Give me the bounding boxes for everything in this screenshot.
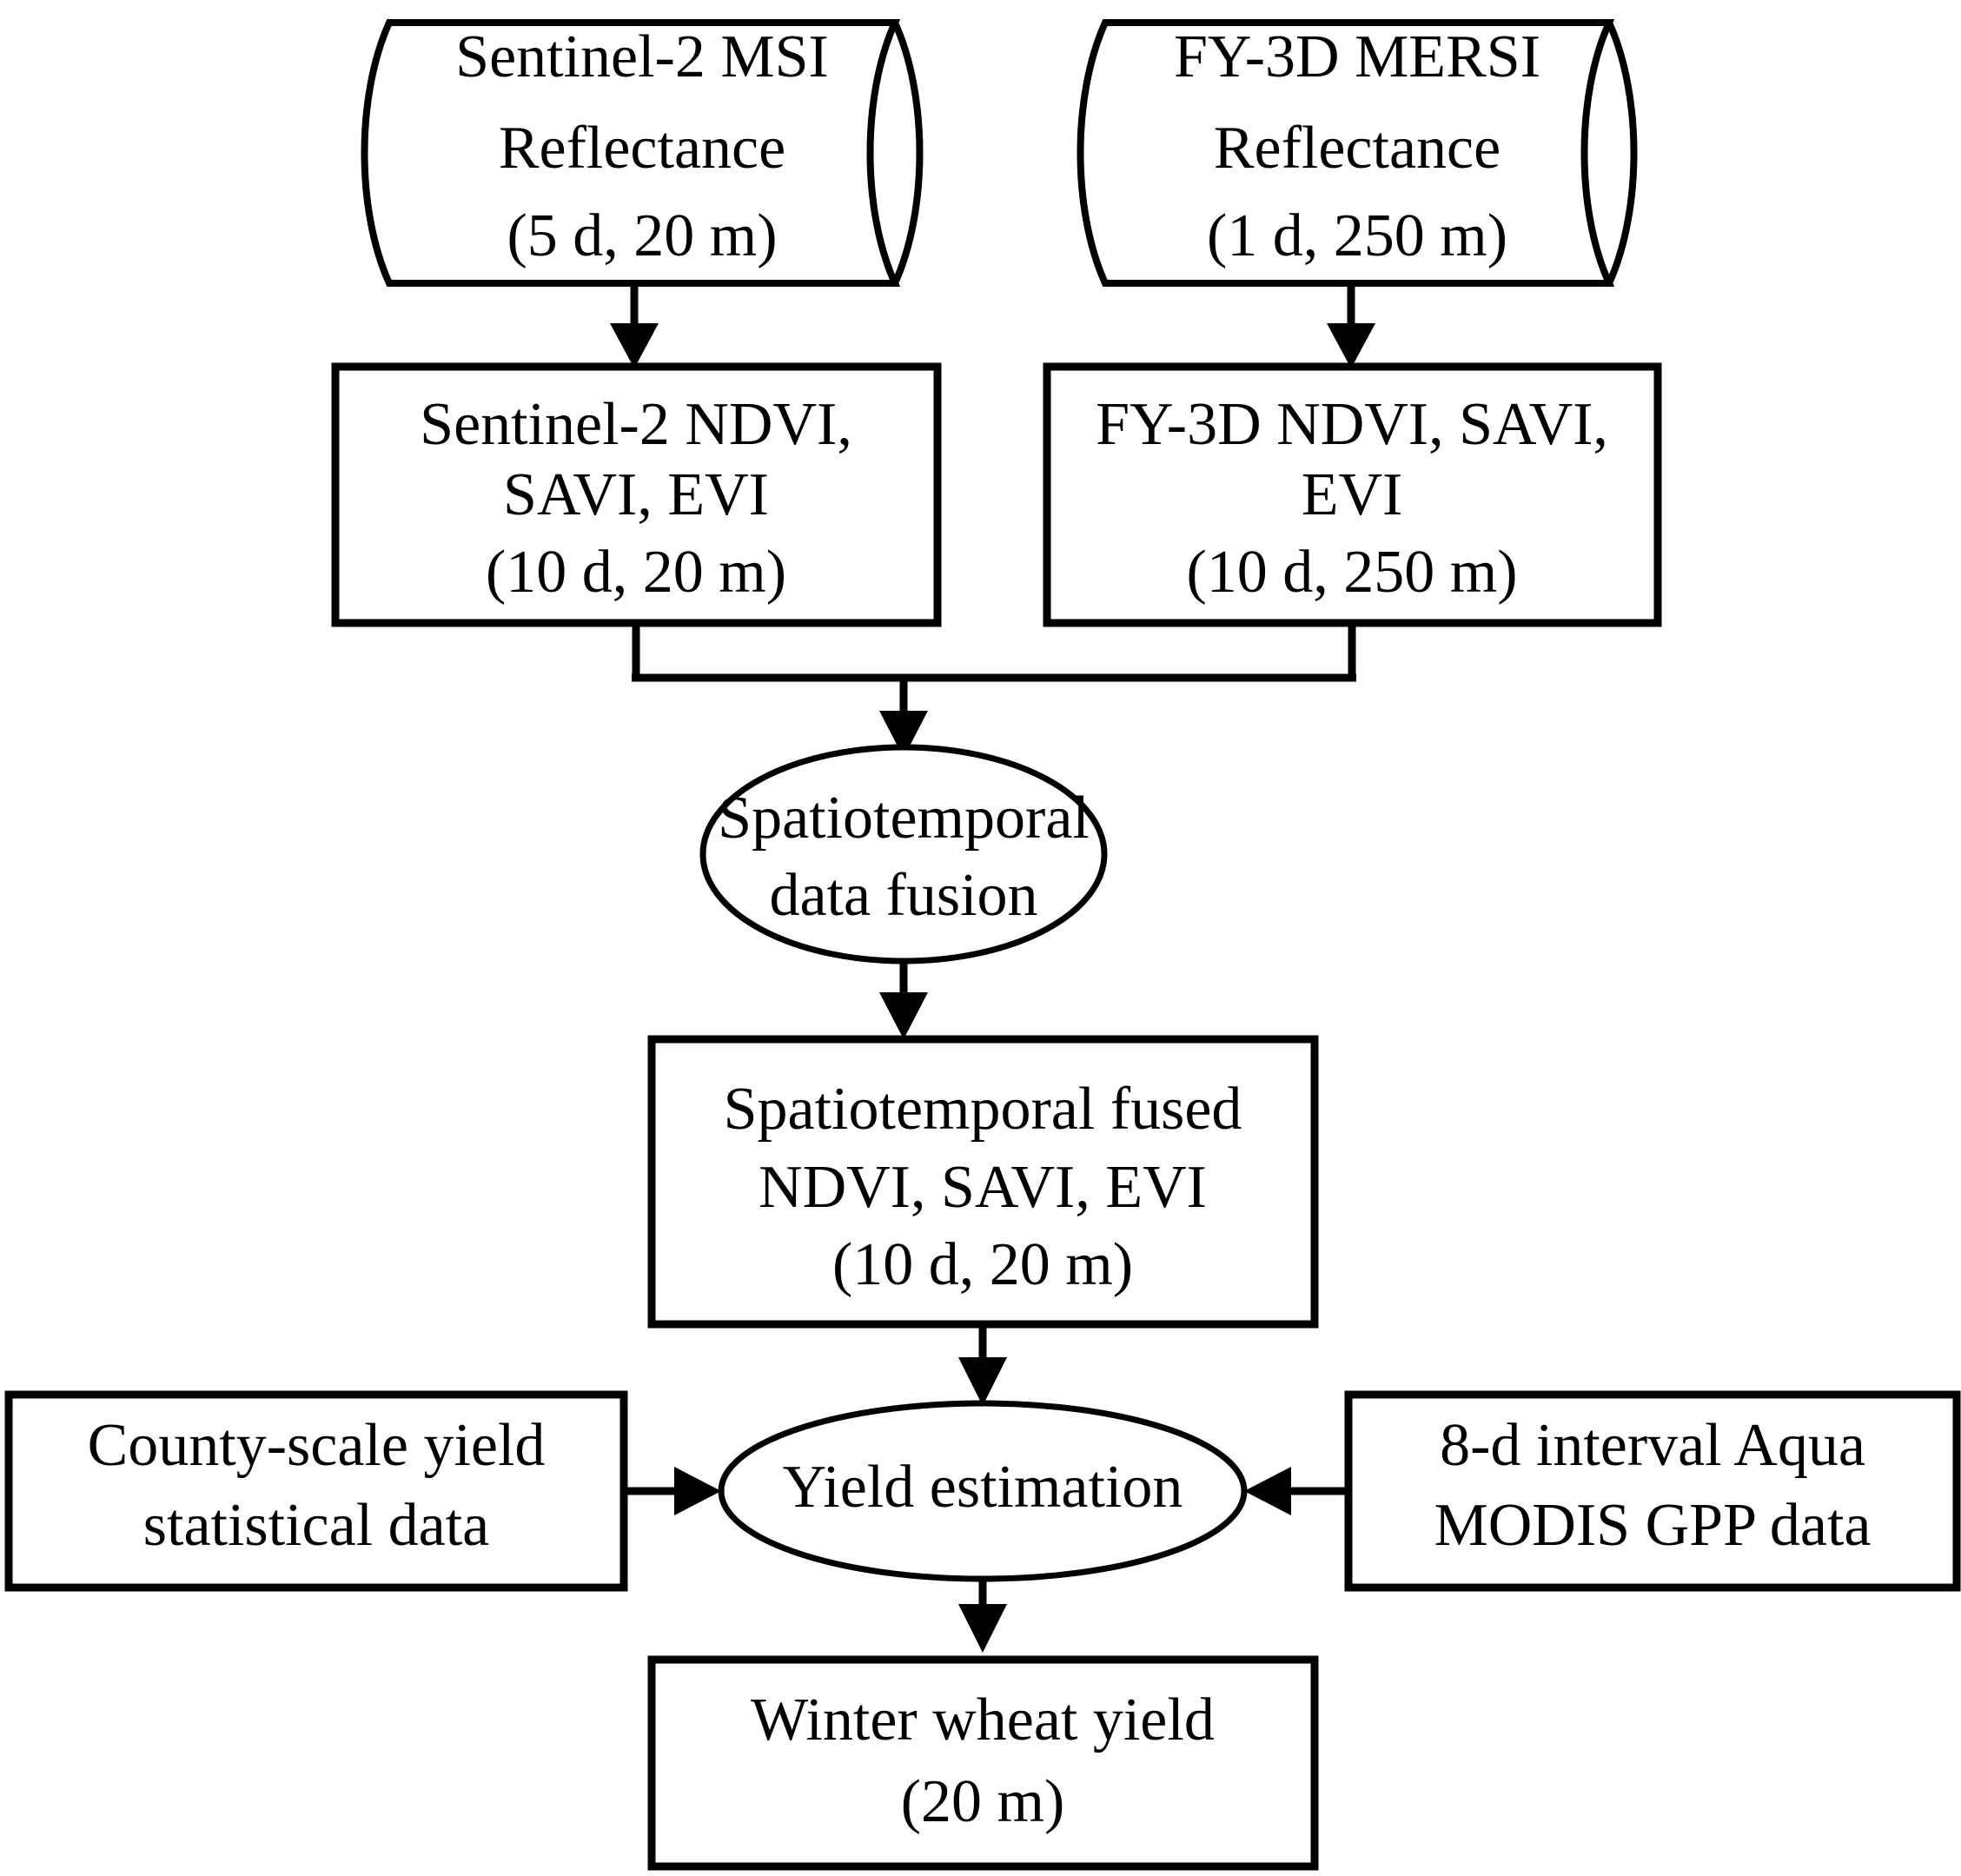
node-fy3d-indices-line-1: FY-3D NDVI, SAVI, — [1096, 391, 1608, 458]
node-winter-wheat-yield-line-2: (20 m) — [901, 1768, 1065, 1835]
node-yield-estimation-label: Yield estimation — [783, 1454, 1183, 1521]
node-winter-wheat-yield-shape — [647, 1655, 1319, 1871]
node-fusion-process-shape — [699, 744, 1108, 965]
node-winter-wheat-yield-line-1: Winter wheat yield — [751, 1687, 1215, 1753]
node-fusion-process-line-2: data fusion — [769, 862, 1037, 929]
node-yield-estimation[interactable]: Yield estimation — [718, 1400, 1248, 1582]
node-sentinel-indices-line-1: Sentinel-2 NDVI, — [420, 391, 852, 458]
node-fusion-process-line-1: Spatiotemporal — [718, 785, 1090, 852]
node-fused-indices-line-1: Spatiotemporal fused — [724, 1076, 1242, 1143]
node-sentinel-indices-line-3: (10 d, 20 m) — [486, 539, 786, 606]
node-fused-indices-line-3: (10 d, 20 m) — [832, 1231, 1133, 1298]
node-fused-indices-line-2: NDVI, SAVI, EVI — [759, 1154, 1207, 1221]
node-modis-gpp-line-2: MODIS GPP data — [1434, 1492, 1872, 1559]
edge-fusion-to-fused-indices — [879, 961, 928, 1039]
node-county-yield-shape — [4, 1390, 628, 1592]
node-sentinel-indices[interactable]: Sentinel-2 NDVI, SAVI, EVI (10 d, 20 m) — [331, 362, 942, 627]
node-fy3d-indices-line-2: EVI — [1302, 461, 1403, 528]
node-modis-gpp-line-1: 8-d interval Aqua — [1440, 1412, 1865, 1479]
node-sentinel-source-line-3: (5 d, 20 m) — [507, 202, 777, 269]
node-sentinel-indices-shape — [331, 362, 942, 627]
node-sentinel-indices-line-2: SAVI, EVI — [503, 461, 769, 528]
node-fusion-process[interactable]: Spatiotemporal data fusion — [699, 744, 1108, 965]
edge-fused-indices-to-yield-estimation — [958, 1324, 1007, 1406]
cylinder-cap-shape — [891, 21, 924, 285]
cylinder-cap-shape — [1606, 21, 1638, 285]
edge-sentinel-source-to-indices — [610, 283, 659, 368]
node-fy3d-source-line-2: Reflectance — [1214, 115, 1501, 182]
node-fused-indices[interactable]: Spatiotemporal fused NDVI, SAVI, EVI (10… — [647, 1035, 1319, 1329]
edge-modis-gpp-to-yield-estimation — [1244, 1467, 1348, 1515]
node-sentinel-source-line-1: Sentinel-2 MSI — [455, 23, 829, 90]
node-modis-gpp[interactable]: 8-d interval Aqua MODIS GPP data — [1344, 1390, 1961, 1592]
node-fy3d-source-line-3: (1 d, 250 m) — [1207, 202, 1507, 269]
node-county-yield-line-1: County-scale yield — [88, 1412, 546, 1479]
edge-county-yield-to-yield-estimation — [624, 1467, 721, 1515]
node-winter-wheat-yield[interactable]: Winter wheat yield (20 m) — [647, 1655, 1319, 1871]
node-fy3d-indices[interactable]: FY-3D NDVI, SAVI, EVI (10 d, 250 m) — [1043, 362, 1662, 627]
node-fy3d-indices-shape — [1043, 362, 1662, 627]
node-fy3d-source-line-1: FY-3D MERSI — [1174, 23, 1540, 90]
node-sentinel-source-line-2: Reflectance — [499, 115, 785, 182]
edge-yield-estimation-to-winter-wheat-yield — [958, 1579, 1007, 1653]
node-fy3d-source[interactable]: FY-3D MERSI Reflectance (1 d, 250 m) — [1077, 19, 1638, 287]
edge-fy3d-source-to-indices — [1327, 283, 1375, 368]
edge-indices-merge-to-fusion — [632, 623, 1356, 758]
node-county-yield-line-2: statistical data — [143, 1492, 489, 1559]
node-sentinel-source[interactable]: Sentinel-2 MSI Reflectance (5 d, 20 m) — [361, 19, 924, 287]
node-county-yield[interactable]: County-scale yield statistical data — [4, 1390, 628, 1592]
node-fy3d-indices-line-3: (10 d, 250 m) — [1186, 539, 1517, 606]
